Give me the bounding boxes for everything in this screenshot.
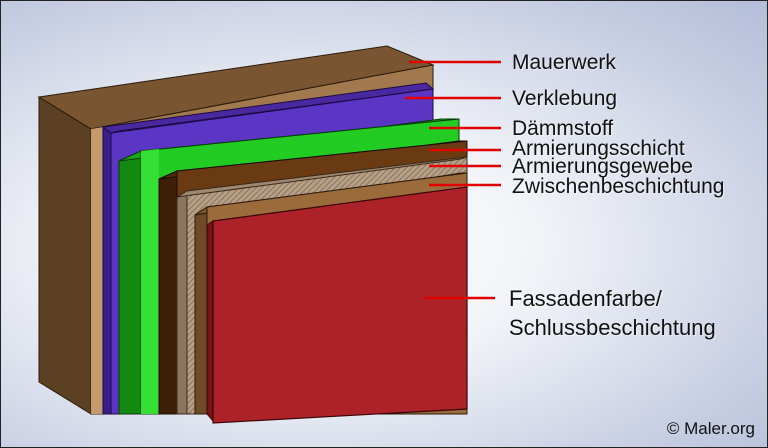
label-zwischenbeschichtung: Zwischenbeschichtung (512, 175, 725, 198)
label-mauerwerk: Mauerwerk (512, 51, 616, 74)
label-armierungsgewebe: Armierungsgewebe (512, 155, 693, 178)
copyright-notice: © Maler.org (666, 419, 755, 438)
label-daemmstoff: Dämmstoff (512, 117, 614, 140)
label-fassadenfarbe-line1: Fassadenfarbe/ (509, 286, 662, 311)
layer-fassadenfarbe (206, 186, 468, 424)
label-armierungsschicht: Armierungsschicht (512, 137, 685, 160)
leader-lines (405, 60, 501, 300)
label-fassadenfarbe-line2: Schlussbeschichtung (509, 315, 716, 340)
label-verklebung: Verklebung (512, 87, 618, 110)
